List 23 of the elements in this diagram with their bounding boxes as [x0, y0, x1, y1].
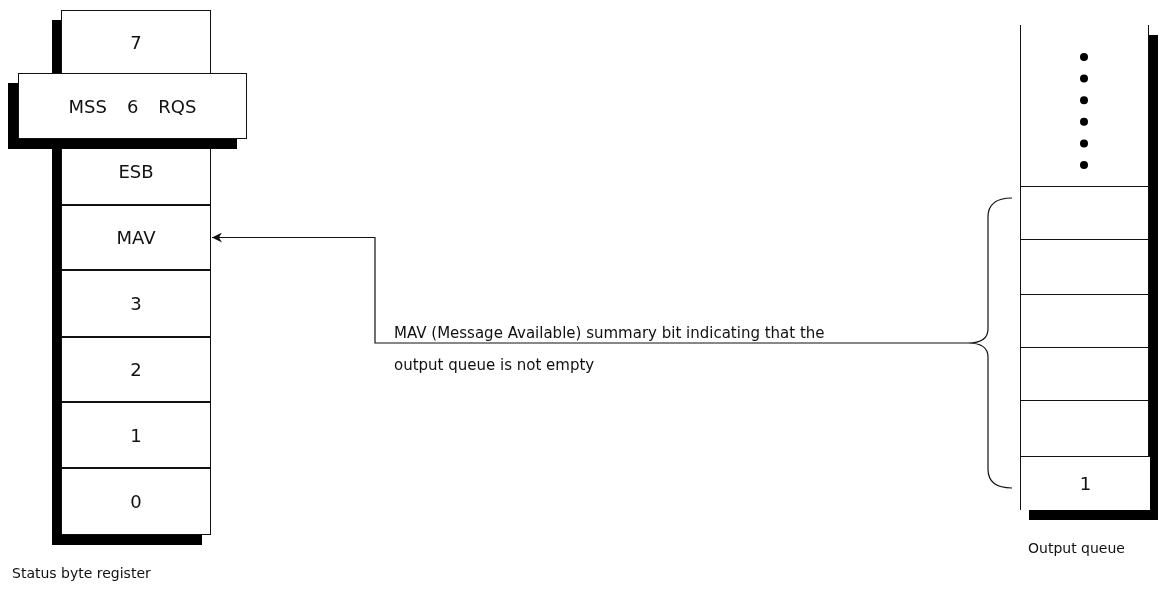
register-cell: [61, 402, 211, 468]
cell-label: 0: [130, 491, 142, 512]
curly-brace: [968, 197, 1012, 489]
register-cell: [61, 10, 211, 74]
register-cell: [61, 205, 211, 270]
queue-cell: [1021, 456, 1150, 510]
cell-label: 3: [130, 293, 142, 314]
cell-label: MAV: [116, 227, 156, 248]
edge-label: MAV (Message Available) summary bit indicating that the output queue is not empty: [394, 323, 826, 376]
register-cell: [61, 337, 211, 402]
queue-title: Output queue: [1028, 540, 1125, 556]
register-cell: [61, 468, 211, 535]
cell-label: ESB: [118, 161, 154, 182]
cell-label: 2: [130, 359, 142, 380]
cell-label: 1: [1079, 473, 1092, 494]
cell-label: MSS: [68, 95, 107, 117]
cell-label: RQS: [158, 95, 197, 117]
cell-label: 7: [130, 31, 142, 53]
cell-label: 1: [130, 424, 142, 446]
cell-label: 6: [126, 95, 139, 117]
register-cell: [61, 270, 211, 337]
arrow: [211, 232, 969, 344]
register-title: Status byte register: [12, 565, 151, 581]
